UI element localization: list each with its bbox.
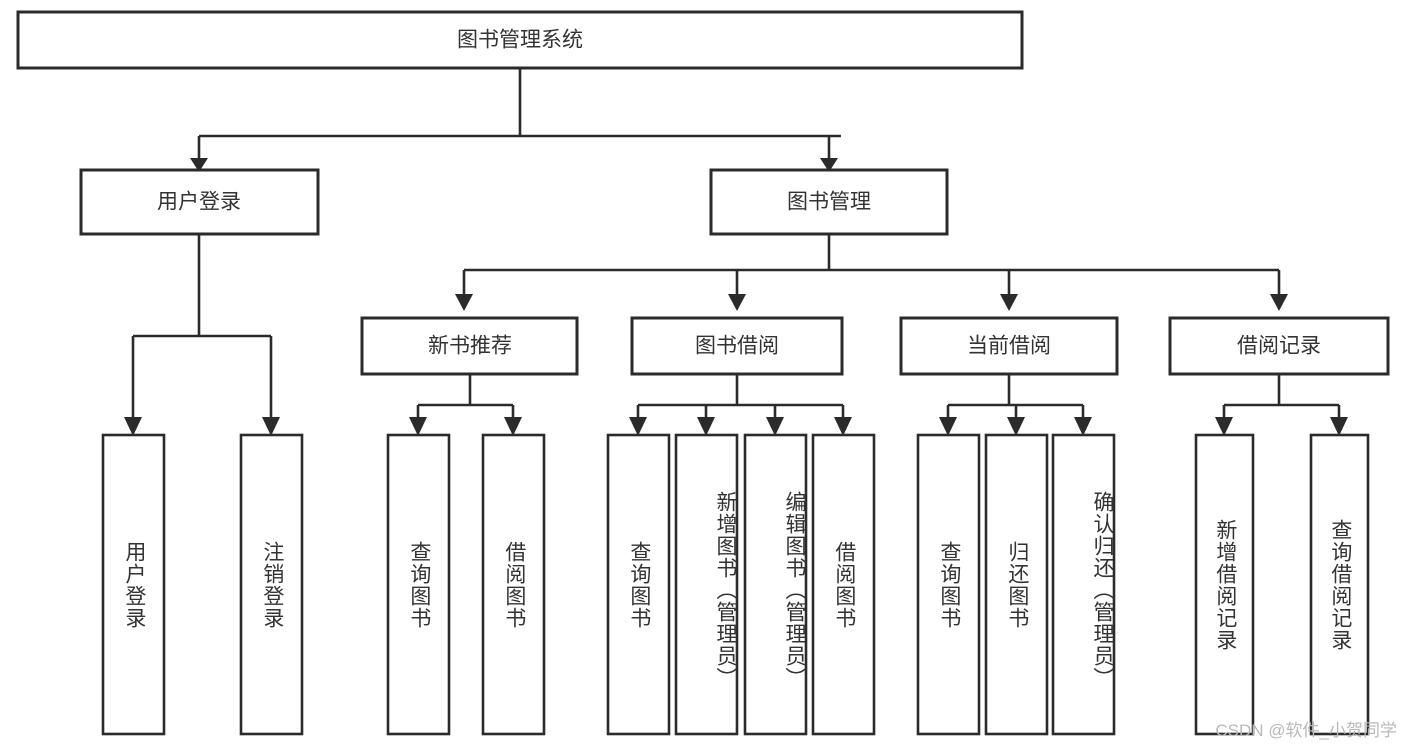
node-leaf-confirm-return-admin[interactable] [1051, 433, 1116, 736]
node-leaf-return-book[interactable] [984, 433, 1049, 736]
node-borrow-record[interactable]: 借阅记录 [1168, 316, 1390, 376]
node-root-label: 图书管理系统 [457, 29, 583, 52]
node-book-manage[interactable]: 图书管理 [709, 168, 949, 236]
connector-root-to-level1 [190, 68, 841, 172]
node-leaf-user-logout[interactable] [239, 433, 304, 736]
node-user-login-label: 用户登录 [157, 191, 241, 214]
csdn-watermark: CSDN @软件_小贺同学 [1215, 721, 1397, 740]
node-leaf-edit-book-admin[interactable] [743, 433, 808, 736]
connector-borrowrecord-to-leaves [1215, 374, 1348, 436]
node-user-login[interactable]: 用户登录 [79, 168, 320, 236]
node-leaf-borrow-book-rec[interactable] [481, 433, 546, 736]
node-leaf-query-book-rec[interactable] [386, 433, 451, 736]
node-leaf-query-book-borrow[interactable] [606, 433, 671, 736]
node-new-book-recommend-label: 新书推荐 [428, 335, 512, 358]
node-new-book-recommend[interactable]: 新书推荐 [360, 316, 579, 376]
node-leaf-borrow-book[interactable] [811, 433, 876, 736]
node-leaf-add-borrow-record[interactable] [1194, 433, 1255, 736]
connector-bookborrow-to-leaves [629, 374, 852, 436]
node-leaf-query-book-current[interactable] [916, 433, 981, 736]
node-borrow-record-label: 借阅记录 [1237, 335, 1321, 358]
connector-bookmanage-to-level2 [455, 233, 1288, 311]
node-current-borrow[interactable]: 当前借阅 [899, 316, 1119, 376]
connector-userlogin-to-leaves [124, 235, 280, 436]
node-book-borrow-label: 图书借阅 [695, 335, 779, 358]
node-leaf-add-book-admin[interactable] [674, 433, 739, 736]
node-leaf-user-login[interactable] [101, 433, 166, 736]
node-root[interactable]: 图书管理系统 [16, 10, 1024, 70]
connector-currentborrow-to-leaves [939, 374, 1092, 436]
node-current-borrow-label: 当前借阅 [967, 335, 1051, 358]
node-leaf-query-borrow-record[interactable] [1309, 433, 1370, 736]
connector-newbook-to-leaves [409, 374, 522, 436]
node-book-borrow[interactable]: 图书借阅 [630, 316, 844, 376]
node-book-manage-label: 图书管理 [787, 191, 871, 214]
